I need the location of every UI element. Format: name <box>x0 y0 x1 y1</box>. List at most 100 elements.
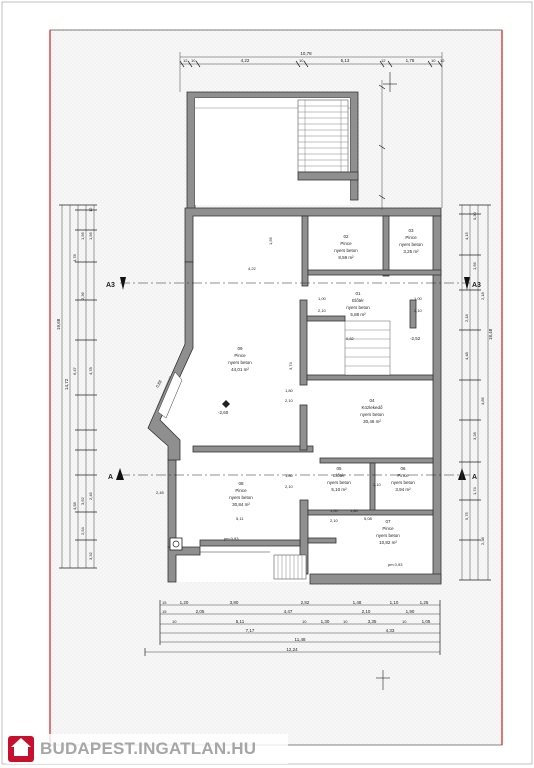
dim-top-ticks <box>179 60 443 68</box>
room-05: 05 Előtér nyers beton 5,10 m² <box>327 466 351 492</box>
room-07: 07 Pince nyers beton 10,82 m² <box>376 519 400 545</box>
room-03-area: 3,25 m² <box>403 249 419 254</box>
dim-bottom-r3-2: 5,11 <box>236 619 245 624</box>
wall-h4 <box>319 457 434 464</box>
dim-left-ticks <box>59 204 97 569</box>
dim-left-v1: 4,78 <box>72 253 77 262</box>
room-02-area: 8,59 m² <box>338 255 354 260</box>
dim-bottom-r6-1: 12,24 <box>286 647 298 652</box>
dim-bottom-r1-6: 1,10 <box>390 600 399 605</box>
room-06-sub: nyers beton <box>391 480 415 485</box>
level-marker-1: -2,60 <box>218 410 229 415</box>
room-02-sub: nyers beton <box>334 248 358 253</box>
bay-window-line <box>153 375 171 415</box>
wall-h6 <box>307 537 337 544</box>
dim-bottom-r3-5: 10 <box>343 619 348 624</box>
dim-left-v3: 6,47 <box>72 366 77 375</box>
wall-v2 <box>382 215 390 277</box>
inner-dim-10: 2,10 <box>285 484 294 489</box>
section-arrow-a3-left <box>120 277 126 290</box>
stair-treads <box>297 99 349 173</box>
room-08: 08 Pince nyers beton 30,84 m² <box>229 481 253 507</box>
level-marker-1-icon <box>222 400 230 408</box>
dim-bottom-r4-1: 7,17 <box>246 628 255 633</box>
dim-bottom-r3-8: 1,05 <box>422 619 431 624</box>
room-04-area: 30,46 m² <box>363 419 381 424</box>
room-01-num: 01 <box>355 291 361 296</box>
room-08-name: Pince <box>235 488 247 493</box>
dim-left-v9: 3,32 <box>88 551 93 560</box>
inner-dim-14: 2,10 <box>373 482 382 487</box>
inner-dim-4: 1,00 <box>414 296 423 301</box>
dim-right-v8: 3,28 <box>472 431 477 440</box>
inner-dim-2: 1,00 <box>318 296 327 301</box>
room-07-name: Pince <box>382 526 394 531</box>
dim-left-v4: 4,78 <box>88 366 93 375</box>
dim-bottom-r3-3: 10 <box>302 619 307 624</box>
dim-bottom-r1-7: 1,25 <box>420 600 429 605</box>
inner-dim-16: 1,00 <box>330 508 339 513</box>
room-07-area: 10,82 m² <box>379 540 397 545</box>
dim-bottom-r3-7: 10 <box>402 619 407 624</box>
dim-right-v4: 4,85 <box>480 396 485 405</box>
room-06-area: 3,94 m² <box>395 487 411 492</box>
dim-bottom-r5-1: 11,48 <box>295 637 306 642</box>
wall-v4 <box>299 404 308 451</box>
wall-v5 <box>409 299 417 329</box>
dim-bottom-r3-1: 10 <box>172 619 177 624</box>
dim-right-upper-ticks <box>378 84 386 200</box>
bay-window <box>157 371 183 419</box>
room-04-num: 04 <box>369 398 375 403</box>
room-05-name: Előtér <box>333 473 345 478</box>
dim-top-seg-5: 5,13 <box>341 58 350 63</box>
dim-bottom-r2-4: 2,10 <box>362 609 371 614</box>
dim-left-v7: 2,45 <box>88 491 93 500</box>
dim-bottom-r1-5: 1,48 <box>353 600 362 605</box>
dim-top-seg-3: 4,22 <box>241 58 250 63</box>
inner-dim-1: 4,22 <box>248 266 257 271</box>
wall-h3 <box>306 374 434 381</box>
watermark: BUDAPEST.INGATLAN.HU <box>6 734 288 764</box>
room-01-sub: nyers beton <box>346 305 370 310</box>
house-logo-icon <box>8 736 34 762</box>
inner-dim-17: 2,10 <box>330 518 339 523</box>
room-03-num: 03 <box>408 228 414 233</box>
dim-left-v5: 4,58 <box>72 501 77 510</box>
section-arrow-a-left <box>116 468 124 480</box>
room-06-num: 06 <box>400 466 406 471</box>
room-07-sub: nyers beton <box>376 533 400 538</box>
dim-bottom-r1-4: 2,82 <box>301 600 310 605</box>
room-03-sub: nyers beton <box>399 242 423 247</box>
dim-left-v8: 2,54 <box>80 526 85 535</box>
wall-v1 <box>301 215 309 287</box>
outer-wall-bottom <box>309 573 442 585</box>
chimney-flue <box>172 540 180 548</box>
room-08-area: 30,84 m² <box>232 502 250 507</box>
room-01: 01 Előtér nyers beton 5,88 m² <box>346 291 370 317</box>
dim-bottom-r2-3: 4,47 <box>284 609 293 614</box>
dim-bottom-lines <box>144 600 441 656</box>
inner-dim-19: 0,82 <box>346 336 355 341</box>
dim-right-v1: 4,15 <box>464 231 469 240</box>
floor-fill <box>150 210 440 582</box>
outer-wall-left-lower <box>167 459 177 548</box>
dim-top-seg-7: 1,75 <box>406 58 415 63</box>
section-label-a-left: A <box>108 474 113 481</box>
room-01-area: 5,88 m² <box>350 312 366 317</box>
inner-dim-8: 2,10 <box>285 398 294 403</box>
dim-right-v11: 2,18 <box>480 291 485 300</box>
dim-right-v6: 5,75 <box>464 511 469 520</box>
inner-dim-7: 1,80 <box>285 388 294 393</box>
inner-dim-3: 2,10 <box>318 308 327 313</box>
dim-left-v11: 1,56 <box>80 231 85 240</box>
room-09-area: 44,01 m² <box>231 367 249 372</box>
dim-top-seg-6: 12 <box>381 58 386 63</box>
dim-right-v7: 2,38 <box>480 536 485 545</box>
door-label-2: pm 0,93 <box>388 562 403 567</box>
room-07-num: 07 <box>385 519 391 524</box>
dim-bottom-r2-5: 1,90 <box>406 609 415 614</box>
watermark-text: BUDAPEST.INGATLAN.HU <box>40 739 257 758</box>
wall-h-pince09 <box>192 445 314 453</box>
dim-right-v10: 0,30 <box>472 211 477 220</box>
